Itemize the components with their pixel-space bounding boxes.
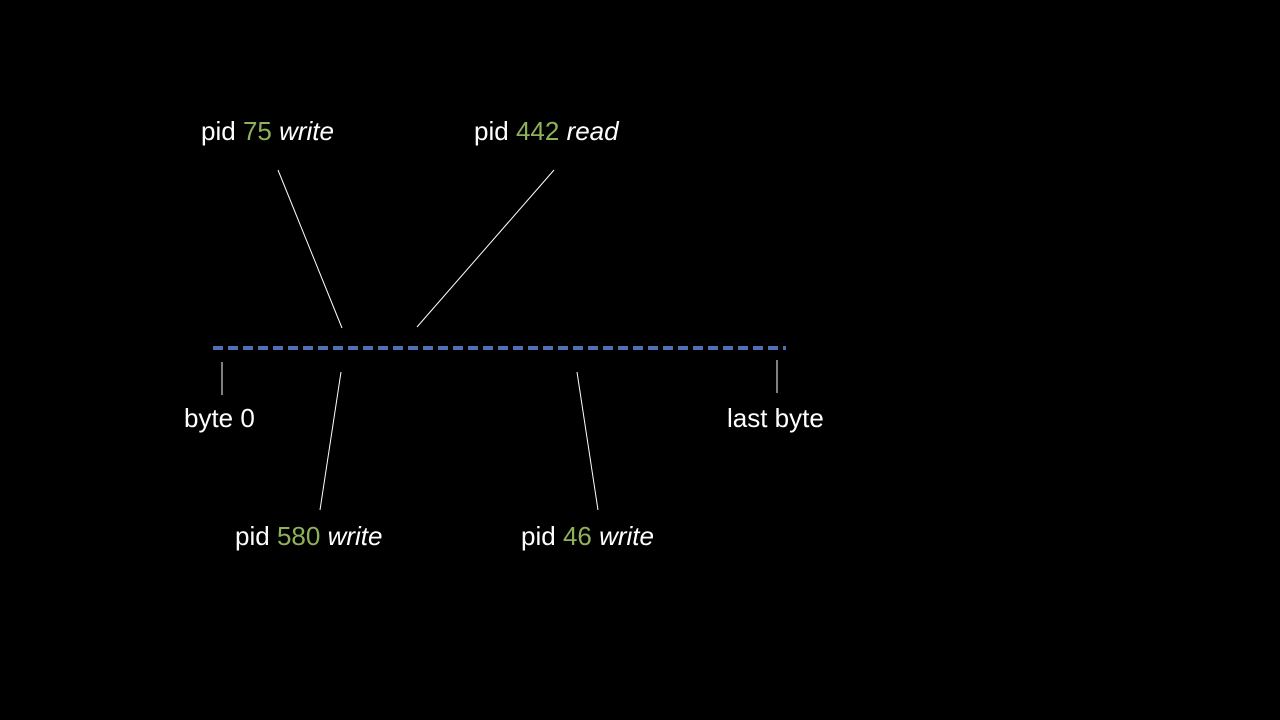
pid-prefix: pid [474,116,509,146]
operation: write [279,116,334,146]
operation: write [327,521,383,551]
last-byte-label: last byte [727,403,824,433]
pid-number: 46 [562,521,592,551]
pid-580-pointer-line [319,371,342,511]
pid-75-pointer-line [277,169,343,329]
pid-46-label: pid 46 write [521,521,654,551]
byte-0-label: byte 0 [184,403,255,433]
pid-75-label: pid 75 write [201,116,334,146]
operation: write [599,521,654,551]
pid-prefix: pid [521,521,556,551]
pid-number: 580 [276,521,321,551]
pid-442-label: pid 442 read [474,116,619,146]
operation: read [566,116,619,146]
pid-580-label: pid 580 write [235,521,382,551]
pid-46-pointer-line [576,371,599,511]
pid-number: 75 [242,116,272,146]
pid-number: 442 [515,116,560,146]
pid-prefix: pid [235,521,270,551]
pid-442-pointer-line [416,169,555,328]
pid-prefix: pid [201,116,236,146]
